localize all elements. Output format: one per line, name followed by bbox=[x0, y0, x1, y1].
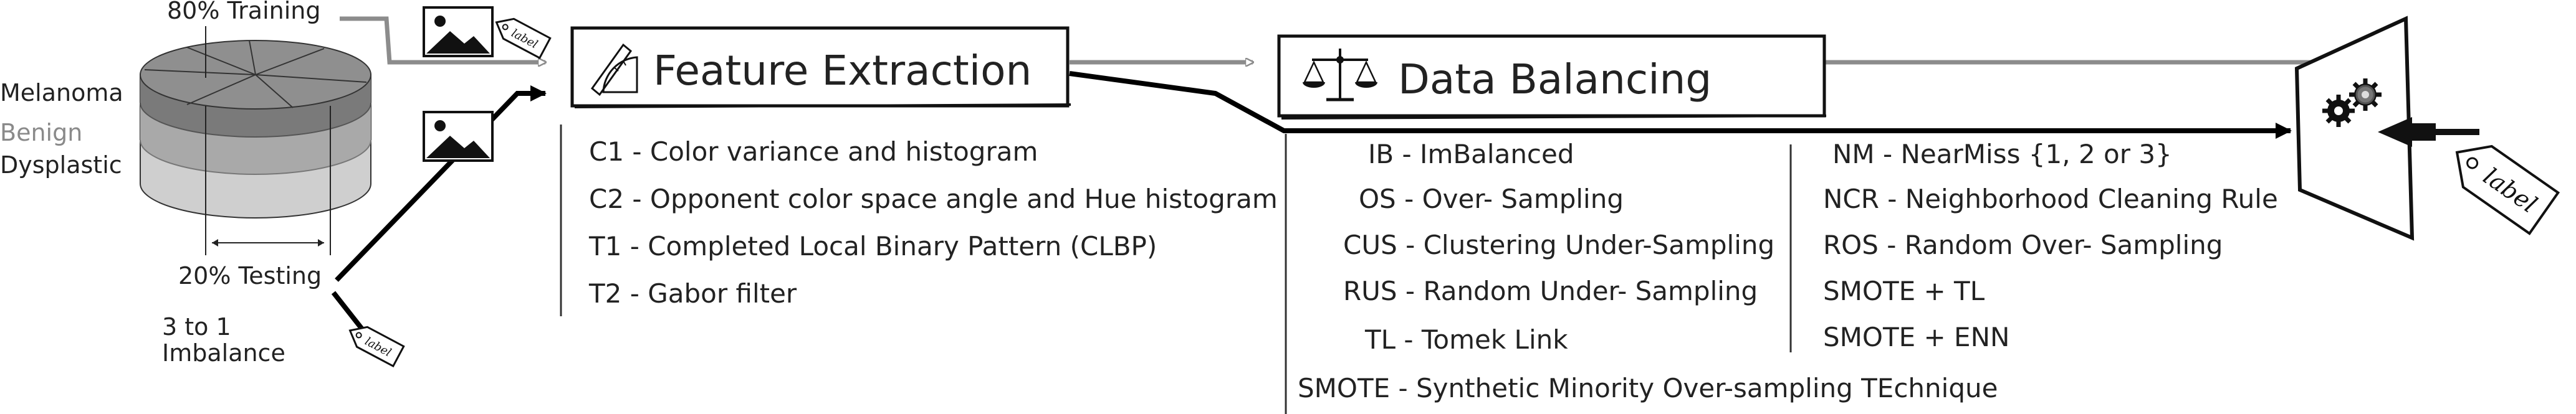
data-balancing-title: Data Balancing bbox=[1398, 55, 1712, 103]
balancing-item-cus: CUS - Clustering Under-Sampling bbox=[1343, 230, 1774, 260]
feature-extraction-box bbox=[570, 26, 1071, 108]
imbalance-label-line1: 3 to 1 bbox=[162, 313, 231, 341]
balancing-item-rus: RUS - Random Under- Sampling bbox=[1343, 276, 1758, 306]
gears-icon bbox=[2322, 78, 2382, 127]
ruler-protractor-icon bbox=[590, 43, 638, 96]
output-arrow-head bbox=[2378, 117, 2412, 147]
dataset-cylinder bbox=[140, 26, 371, 255]
balancing-item-ncr: NCR - Neighborhood Cleaning Rule bbox=[1823, 184, 2278, 214]
imbalance-label-line2: Imbalance bbox=[162, 339, 285, 367]
testing-split-label: 20% Testing bbox=[178, 262, 322, 289]
scales-icon bbox=[1303, 49, 1377, 101]
balancing-footer: SMOTE - Synthetic Minority Over-sampling… bbox=[1298, 373, 1998, 403]
label-tag-icon: label bbox=[348, 326, 405, 368]
balancing-item-os: OS - Over- Sampling bbox=[1359, 184, 1624, 214]
feature-item-t2: T2 - Gabor filter bbox=[588, 278, 797, 309]
class-benign: Benign bbox=[0, 119, 82, 146]
label-tag-icon: label bbox=[2455, 144, 2560, 235]
label-tag-icon: label bbox=[495, 17, 552, 60]
image-icon bbox=[423, 111, 494, 162]
classifier-panel-icon bbox=[2294, 16, 2415, 241]
feature-item-c2: C2 - Opponent color space angle and Hue … bbox=[589, 184, 1278, 214]
balancing-item-ib: IB - ImBalanced bbox=[1368, 139, 1574, 169]
image-icon bbox=[423, 6, 494, 57]
balancing-item-nm: NM - NearMiss {1, 2 or 3} bbox=[1832, 139, 2172, 169]
data-balancing-box bbox=[1277, 34, 1827, 120]
balancing-item-smote-tl: SMOTE + TL bbox=[1823, 276, 1985, 306]
balancing-item-ros: ROS - Random Over- Sampling bbox=[1823, 230, 2223, 260]
class-dysplastic: Dysplastic bbox=[0, 151, 122, 179]
training-split-label: 80% Training bbox=[167, 0, 320, 24]
feature-item-c1: C1 - Color variance and histogram bbox=[589, 136, 1038, 167]
feature-extraction-title: Feature Extraction bbox=[653, 47, 1032, 95]
balancing-item-tl: TL - Tomek Link bbox=[1364, 324, 1568, 355]
feature-item-t1: T1 - Completed Local Binary Pattern (CLB… bbox=[588, 231, 1157, 261]
balancing-item-smote-enn: SMOTE + ENN bbox=[1823, 322, 2009, 352]
class-melanoma: Melanoma bbox=[0, 79, 123, 106]
